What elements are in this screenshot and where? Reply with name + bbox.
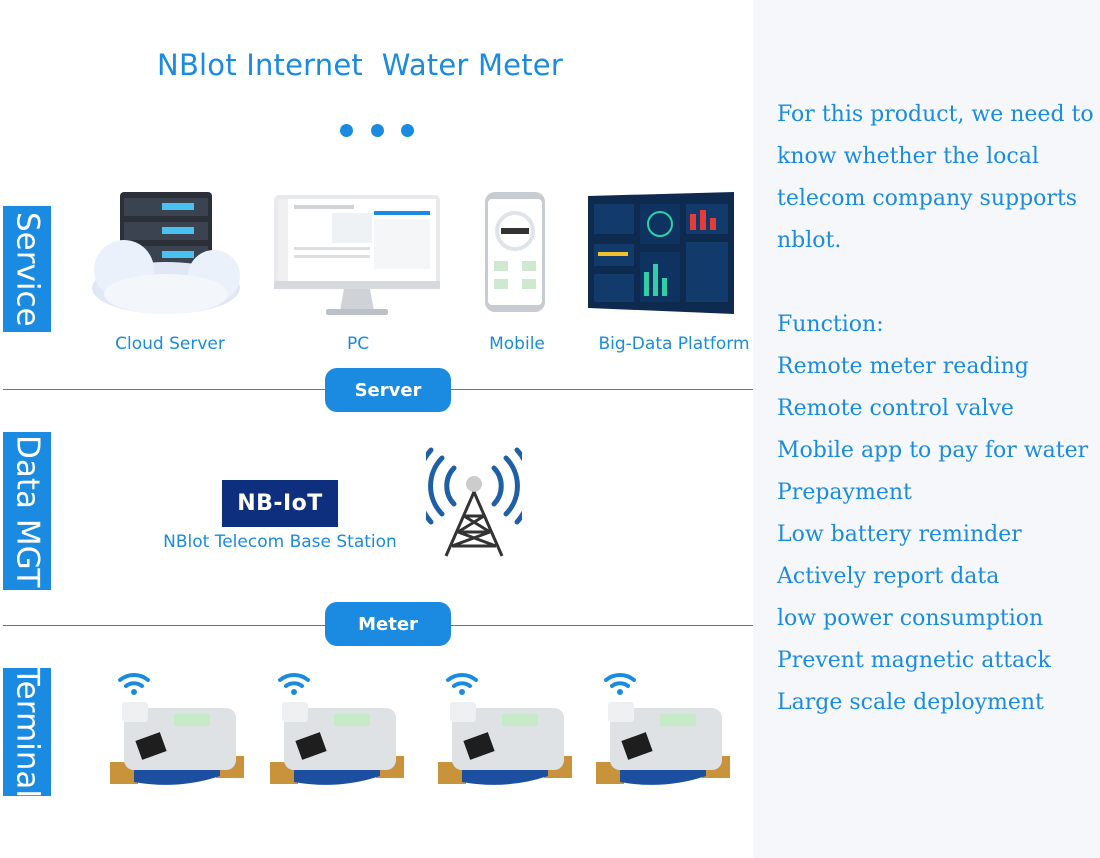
service-label-big-data-platform: Big-Data Platform	[598, 334, 750, 354]
service-label-cloud-server: Cloud Server	[115, 334, 225, 354]
service-label-mobile: Mobile	[489, 334, 545, 354]
signal-tower-icon	[414, 446, 534, 562]
function-item: Prevent magnetic attack	[777, 648, 1051, 673]
water-meter-icon	[590, 668, 738, 794]
function-item: low power consumption	[777, 606, 1044, 631]
smartphone-icon	[484, 191, 546, 317]
function-title: Function:	[777, 312, 884, 337]
description-panel	[753, 0, 1100, 858]
section-label-terminal: Terminal	[9, 668, 46, 796]
desktop-monitor-icon	[274, 195, 440, 321]
section-tab-service: Service	[3, 206, 51, 332]
server-pill: Server	[325, 368, 451, 412]
function-item: Large scale deployment	[777, 690, 1044, 715]
water-meter-icon	[264, 668, 412, 794]
intro-line: nblot.	[777, 228, 842, 253]
section-label-data-mgt: Data MGT	[9, 434, 46, 588]
water-meter-icon	[104, 668, 252, 794]
meter-pill: Meter	[325, 602, 451, 646]
water-meter-icon	[432, 668, 580, 794]
base-station-label: NBlot Telecom Base Station	[163, 532, 397, 552]
service-label-pc: PC	[346, 334, 370, 354]
dot-icon	[401, 124, 414, 137]
intro-line: For this product, we need to	[777, 102, 1094, 127]
dashboard-screen-icon	[586, 192, 736, 324]
section-tab-data-mgt: Data MGT	[3, 432, 51, 590]
cloud-server-icon	[86, 190, 246, 324]
function-item: Low battery reminder	[777, 522, 1022, 547]
intro-line: know whether the local	[777, 144, 1039, 169]
function-item: Prepayment	[777, 480, 912, 505]
function-item: Remote control valve	[777, 396, 1014, 421]
function-item: Remote meter reading	[777, 354, 1029, 379]
nbiot-logo: NB-IoT	[222, 480, 338, 527]
page-title: NBlot Internet Water Meter	[157, 48, 563, 82]
dot-icon	[371, 124, 384, 137]
function-item: Mobile app to pay for water	[777, 438, 1089, 463]
intro-line: telecom company supports	[777, 186, 1078, 211]
function-item: Actively report data	[777, 564, 1000, 589]
section-label-service: Service	[9, 211, 46, 327]
product-description: For this product, we need to know whethe…	[777, 94, 1097, 724]
section-tab-terminal: Terminal	[3, 668, 51, 796]
dot-icon	[340, 124, 353, 137]
